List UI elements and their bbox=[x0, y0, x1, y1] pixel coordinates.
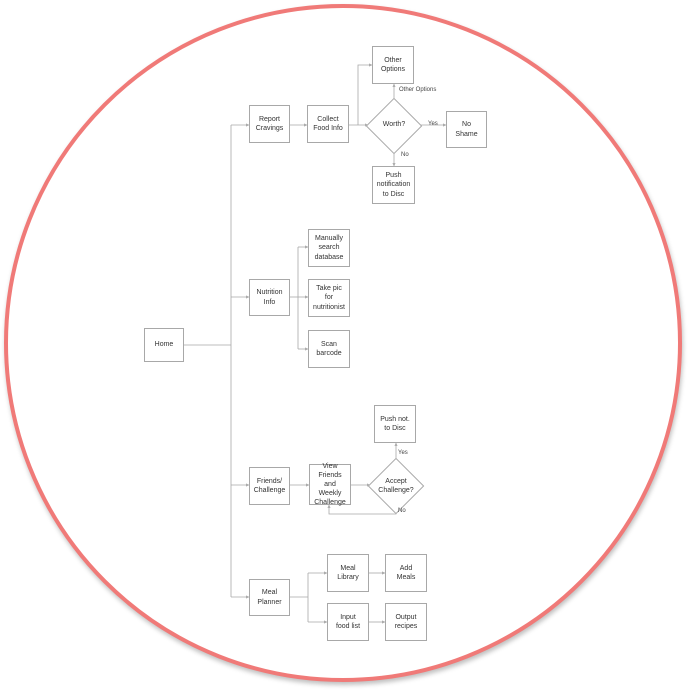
node-input-food-list[interactable]: Input food list bbox=[327, 603, 369, 641]
decision-accept-challenge-label: Accept Challenge? bbox=[378, 477, 414, 494]
node-collect-food-info[interactable]: Collect Food Info bbox=[307, 105, 349, 143]
node-take-pic[interactable]: Take pic for nutritionist bbox=[308, 279, 350, 317]
node-nutrition-info[interactable]: Nutrition Info bbox=[249, 279, 290, 316]
node-other-options[interactable]: Other Options bbox=[372, 46, 414, 84]
node-friends-challenge[interactable]: Friends/ Challenge bbox=[249, 467, 290, 505]
node-no-shame[interactable]: No Shame bbox=[446, 111, 487, 148]
node-push-not[interactable]: Push not. to Disc bbox=[374, 405, 416, 443]
edge-label-no-accept: No bbox=[398, 508, 406, 514]
node-manually-search[interactable]: Manually search database bbox=[308, 229, 350, 267]
node-add-meals[interactable]: Add Meals bbox=[385, 554, 427, 592]
node-home[interactable]: Home bbox=[144, 328, 184, 362]
edge-label-yes-worth: Yes bbox=[428, 121, 438, 127]
edge-label-yes-accept: Yes bbox=[398, 450, 408, 456]
node-push-notification[interactable]: Push notification to Disc bbox=[372, 166, 415, 204]
node-meal-planner[interactable]: Meal Planner bbox=[249, 579, 290, 616]
edge-label-no-worth: No bbox=[401, 152, 409, 158]
node-report-cravings[interactable]: Report Cravings bbox=[249, 105, 290, 143]
node-output-recipes[interactable]: Output recipes bbox=[385, 603, 427, 641]
edge-label-other-options: Other Options bbox=[399, 87, 437, 93]
decision-worth-label: Worth? bbox=[382, 121, 406, 129]
node-meal-library[interactable]: Meal Library bbox=[327, 554, 369, 592]
node-scan-barcode[interactable]: Scan barcode bbox=[308, 330, 350, 368]
node-view-friends[interactable]: View Friends and Weekly Challenge bbox=[309, 463, 351, 506]
edge-collect-up-to-other bbox=[357, 63, 373, 125]
